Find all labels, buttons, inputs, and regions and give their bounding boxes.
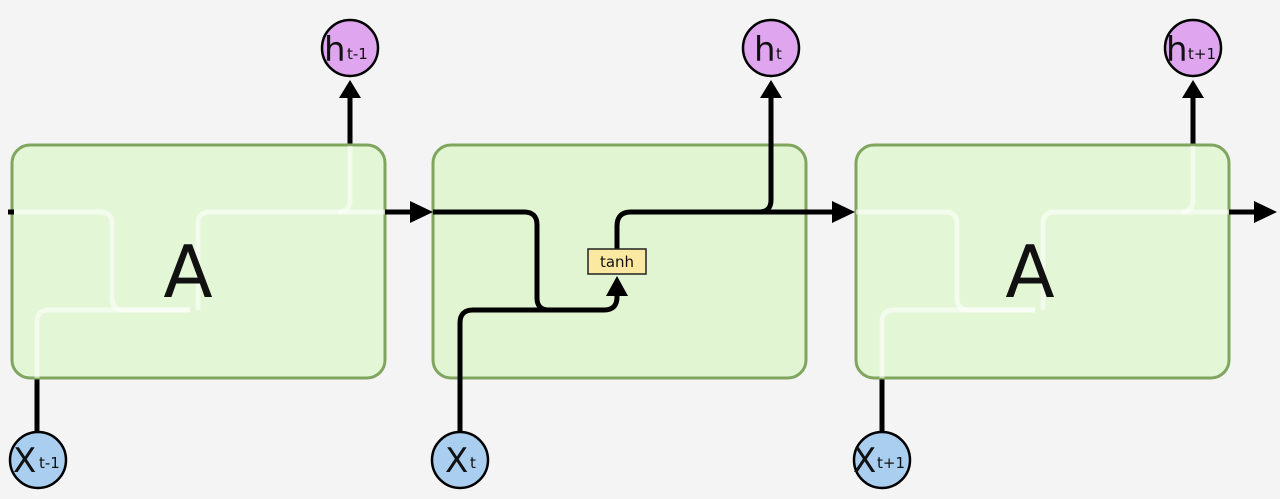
input-node-1-label: X [13, 441, 36, 481]
output-node-3-label: h [1166, 30, 1188, 70]
cell-1-ghost-wire-input [34, 307, 190, 378]
output-node-1-circle [320, 18, 380, 78]
tanh-output-wire [614, 98, 774, 249]
merge-arrowhead [606, 276, 628, 296]
output-arrowhead-3 [1182, 80, 1204, 98]
tanh-operation: tanh [587, 248, 647, 275]
input-wire-2 [457, 293, 620, 432]
input-node-2-label: X [445, 441, 468, 481]
output-arrowhead-1 [339, 80, 361, 98]
input-node-3-subscript: t+1 [877, 454, 905, 472]
cell-1-ghost-wire-output [195, 146, 353, 310]
cell-3-label: A [1005, 230, 1054, 314]
output-arrowhead-2 [760, 80, 782, 98]
cell-3-ghost-wire-output [1040, 146, 1196, 310]
input-node-3: X t+1 [852, 430, 912, 490]
output-node-1-subscript: t-1 [347, 45, 368, 63]
input-node-1-circle [8, 430, 68, 490]
output-node-2: h t [741, 18, 801, 78]
cell-1-label: A [163, 230, 212, 314]
output-node-2-circle [741, 18, 801, 78]
state-arrowhead-3-out [1254, 201, 1277, 223]
input-node-3-circle [852, 430, 912, 490]
cell-3-ghost-wire-input [879, 307, 1035, 378]
input-node-2-circle [430, 430, 490, 490]
input-node-2-subscript: t [470, 454, 476, 472]
state-arrowhead-2-to-3 [832, 201, 855, 223]
tanh-label: tanh [600, 253, 634, 271]
output-node-2-label: h [754, 30, 776, 70]
input-node-2: X t [430, 430, 490, 490]
output-node-2-subscript: t [776, 45, 782, 63]
input-node-1: X t-1 [8, 430, 68, 490]
tanh-box [587, 248, 647, 275]
output-node-3-subscript: t+1 [1188, 45, 1216, 63]
output-node-1: h t-1 [320, 18, 380, 78]
input-node-1-subscript: t-1 [39, 454, 60, 472]
input-node-3-label: X [853, 441, 876, 481]
state-arrowhead-1-to-2 [410, 201, 433, 223]
output-node-3-circle [1163, 18, 1223, 78]
output-node-1-label: h [324, 30, 346, 70]
output-node-3: h t+1 [1163, 18, 1223, 78]
